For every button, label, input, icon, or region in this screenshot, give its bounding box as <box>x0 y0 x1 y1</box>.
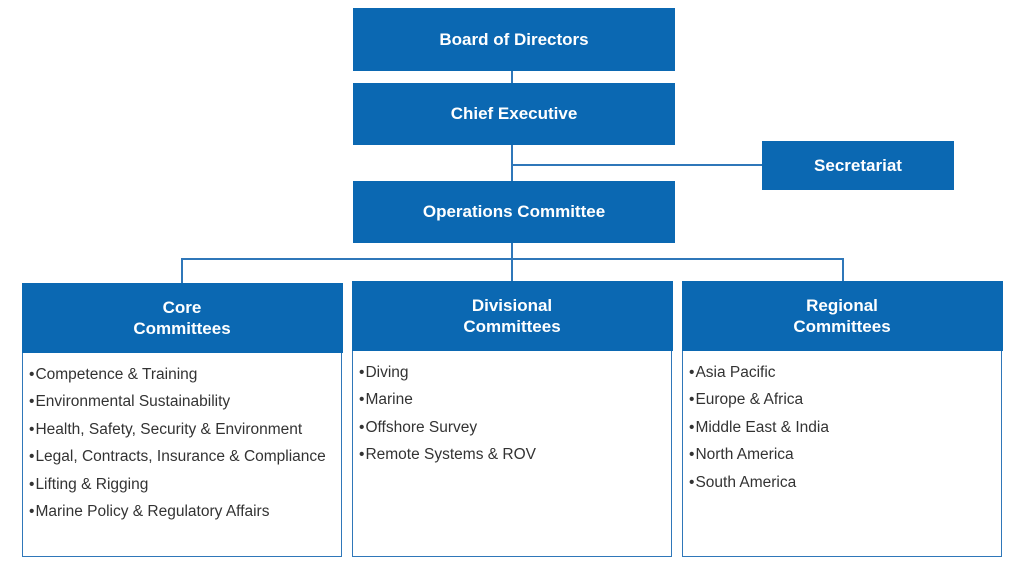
committee-name: Legal, Contracts, Insurance & Compliance <box>35 448 326 466</box>
bullet-icon: • <box>359 446 365 464</box>
committee-name: Marine Policy & Regulatory Affairs <box>35 503 270 521</box>
divisional-title-line1: Divisional <box>471 295 553 315</box>
bullet-icon: • <box>689 446 695 464</box>
committee-name: South America <box>695 473 797 491</box>
committee-list-item: •Competence & Training <box>29 361 341 389</box>
committee-list-item: •Remote Systems & ROV <box>359 441 671 469</box>
committee-name: Remote Systems & ROV <box>365 446 536 464</box>
chief-executive-box: Chief Executive <box>353 83 675 145</box>
connector-regional <box>842 258 844 282</box>
committee-list-item: •South America <box>689 469 1001 497</box>
committee-name: North America <box>695 446 794 464</box>
bullet-icon: • <box>359 363 365 381</box>
committee-list-item: •Asia Pacific <box>689 359 1001 387</box>
committee-list-item: •Diving <box>359 359 671 387</box>
operations-committee-label: Operations Committee <box>422 202 606 221</box>
board-of-directors-box: Board of Directors <box>353 8 675 71</box>
regional-committees-header: Regional Committees <box>681 280 1003 351</box>
divisional-committees-header: Divisional Committees <box>351 280 673 351</box>
connector-board-chief <box>511 71 513 83</box>
operations-committee-box: Operations Committee <box>353 181 675 243</box>
committee-list-item: •North America <box>689 441 1001 469</box>
bullet-icon: • <box>359 391 365 409</box>
committee-list-item: •Offshore Survey <box>359 414 671 442</box>
secretariat-box: Secretariat <box>762 141 954 190</box>
board-of-directors-label: Board of Directors <box>439 29 589 49</box>
connector-secretariat <box>511 164 763 166</box>
connector-operations-down <box>511 243 513 259</box>
core-title-line2: Committees <box>133 318 231 338</box>
connector-core <box>181 258 183 284</box>
regional-committees-list: •Asia Pacific•Europe & Africa•Middle Eas… <box>683 351 1001 497</box>
regional-title-line1: Regional <box>806 295 878 315</box>
divisional-committees-column: Divisional Committees •Diving•Marine•Off… <box>351 280 673 557</box>
core-committees-list: •Competence & Training•Environmental Sus… <box>23 353 341 527</box>
bullet-icon: • <box>689 391 695 409</box>
committee-list-item: •Health, Safety, Security & Environment <box>29 416 341 444</box>
bullet-icon: • <box>29 503 35 521</box>
committee-list-item: •Middle East & India <box>689 414 1001 442</box>
connector-divisional <box>511 258 513 282</box>
chief-executive-label: Chief Executive <box>450 104 578 123</box>
core-committees-header: Core Committees <box>21 282 343 353</box>
committee-list-item: •Marine Policy & Regulatory Affairs <box>29 498 341 526</box>
bullet-icon: • <box>689 418 695 436</box>
bullet-icon: • <box>29 393 35 411</box>
committee-list-item: •Lifting & Rigging <box>29 471 341 499</box>
committee-name: Marine <box>365 391 413 409</box>
secretariat-label: Secretariat <box>814 155 902 175</box>
connector-chief-operations <box>511 145 513 181</box>
committee-list-item: •Europe & Africa <box>689 386 1001 414</box>
bullet-icon: • <box>29 420 35 438</box>
committee-name: Lifting & Rigging <box>35 475 149 493</box>
bullet-icon: • <box>29 365 35 383</box>
committee-name: Asia Pacific <box>695 363 776 381</box>
bullet-icon: • <box>359 418 365 436</box>
bullet-icon: • <box>689 473 695 491</box>
core-committees-column: Core Committees •Competence & Training•E… <box>21 282 343 557</box>
divisional-title-line2: Committees <box>463 316 561 336</box>
committee-name: Environmental Sustainability <box>35 393 231 411</box>
committee-name: Europe & Africa <box>695 391 804 409</box>
committee-list-item: •Environmental Sustainability <box>29 388 341 416</box>
committee-name: Offshore Survey <box>365 418 478 436</box>
divisional-committees-list: •Diving•Marine•Offshore Survey•Remote Sy… <box>353 351 671 469</box>
committee-list-item: •Marine <box>359 386 671 414</box>
committee-name: Health, Safety, Security & Environment <box>35 420 303 438</box>
bullet-icon: • <box>689 363 695 381</box>
bullet-icon: • <box>29 475 35 493</box>
committee-name: Competence & Training <box>35 365 198 383</box>
regional-title-line2: Committees <box>793 316 891 336</box>
core-title-line1: Core <box>162 297 202 317</box>
committee-name: Middle East & India <box>695 418 829 436</box>
regional-committees-column: Regional Committees •Asia Pacific•Europe… <box>681 280 1003 557</box>
bullet-icon: • <box>29 448 35 466</box>
committee-name: Diving <box>365 363 409 381</box>
committee-list-item: •Legal, Contracts, Insurance & Complianc… <box>29 443 341 471</box>
